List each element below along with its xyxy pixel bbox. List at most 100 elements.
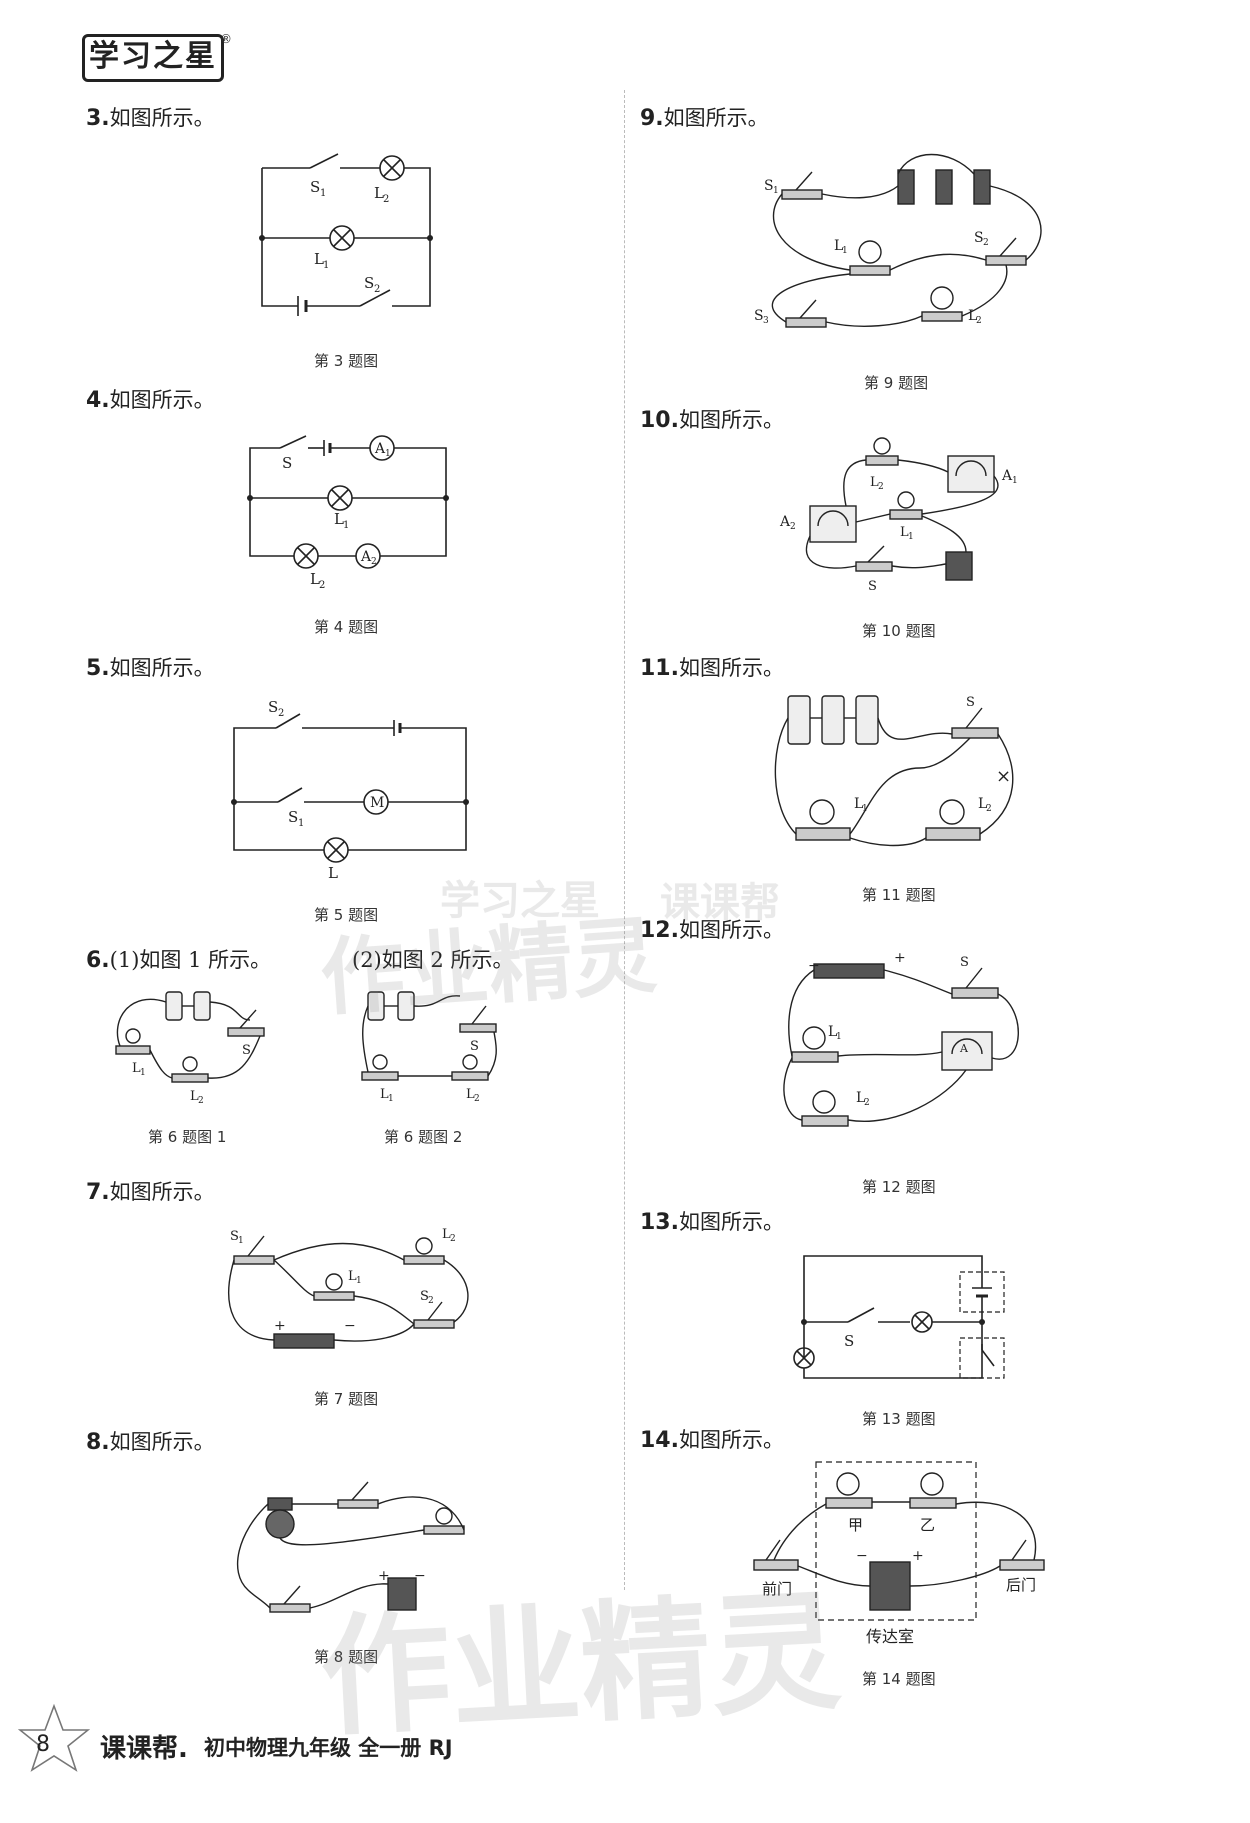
figure-8-circuit: + − — [236, 1481, 465, 1613]
svg-text:2: 2 — [474, 1094, 480, 1104]
footer-brand: 课课帮. — [100, 1734, 188, 1764]
svg-text:L: L — [900, 525, 909, 540]
svg-text:2: 2 — [319, 580, 325, 591]
svg-text:L: L — [968, 308, 977, 324]
column-divider — [624, 90, 625, 1590]
brand-logo: 学习之星 — [82, 34, 224, 82]
caption-13: 第 13 题图 — [862, 1410, 936, 1428]
svg-text:L: L — [132, 1061, 141, 1076]
svg-text:L: L — [854, 796, 863, 812]
watermark-brand-2: 课课帮 — [660, 880, 780, 926]
svg-text:S: S — [288, 808, 298, 826]
svg-text:S: S — [764, 178, 774, 194]
svg-text:传达室: 传达室 — [866, 1627, 914, 1646]
svg-text:+: + — [894, 950, 906, 966]
svg-text:A: A — [779, 514, 791, 530]
svg-text:L: L — [348, 1269, 357, 1284]
svg-text:2: 2 — [198, 1096, 204, 1106]
svg-text:A: A — [1001, 468, 1013, 484]
caption-11: 第 11 题图 — [862, 886, 936, 904]
svg-text:L: L — [856, 1090, 865, 1106]
svg-text:2: 2 — [374, 284, 380, 295]
figure-12-circuit: − + S L1 A L2 — [783, 950, 1019, 1127]
question-10: 10.如图所示。 — [640, 408, 784, 433]
svg-text:3: 3 — [763, 316, 769, 326]
caption-5: 第 5 题图 — [314, 906, 379, 924]
svg-text:L: L — [190, 1089, 199, 1104]
svg-text:1: 1 — [1012, 476, 1018, 486]
question-9: 9.如图所示。 — [640, 106, 769, 131]
svg-text:1: 1 — [320, 188, 326, 199]
figure-14-circuit: 甲 乙 − + 前门 后门 传达室 — [753, 1461, 1045, 1646]
svg-text:1: 1 — [238, 1236, 244, 1246]
caption-14: 第 14 题图 — [862, 1670, 936, 1688]
svg-text:L: L — [314, 250, 324, 268]
svg-text:1: 1 — [862, 804, 868, 814]
svg-text:A: A — [374, 441, 386, 457]
svg-text:1: 1 — [343, 520, 349, 531]
svg-text:甲: 甲 — [848, 1516, 863, 1534]
svg-text:L: L — [374, 184, 384, 202]
svg-text:−: − — [414, 1568, 426, 1584]
svg-text:+: + — [378, 1568, 390, 1584]
svg-text:2: 2 — [383, 194, 389, 205]
svg-text:S: S — [844, 1332, 854, 1350]
svg-text:+: + — [274, 1318, 286, 1334]
svg-text:2: 2 — [790, 522, 796, 532]
caption-10: 第 10 题图 — [862, 622, 936, 640]
svg-text:L: L — [328, 864, 338, 882]
watermark-brand-1: 学习之星 — [440, 878, 600, 924]
guard-room-box — [815, 1461, 977, 1621]
svg-text:1: 1 — [908, 532, 914, 542]
page-number: 8 — [36, 1732, 50, 1757]
svg-text:A: A — [360, 549, 372, 565]
question-5: 5.如图所示。 — [86, 656, 215, 681]
svg-text:L: L — [834, 238, 843, 254]
watermark-main-upper: 作业精灵 — [317, 906, 660, 1028]
svg-text:A: A — [959, 1042, 969, 1055]
watermark-main-lower: 作业精灵 — [316, 1575, 845, 1755]
question-13: 13.如图所示。 — [640, 1210, 784, 1235]
svg-text:2: 2 — [878, 482, 884, 492]
svg-text:2: 2 — [864, 1098, 870, 1108]
svg-text:1: 1 — [836, 1032, 842, 1042]
svg-text:1: 1 — [298, 818, 304, 829]
caption-7: 第 7 题图 — [314, 1390, 379, 1408]
svg-text:S: S — [364, 274, 374, 292]
svg-text:S: S — [282, 454, 292, 472]
svg-text:S: S — [470, 1039, 479, 1054]
question-4: 4.如图所示。 — [86, 388, 215, 413]
caption-6-1: 第 6 题图 1 — [148, 1128, 227, 1146]
svg-text:S: S — [754, 308, 764, 324]
question-11: 11.如图所示。 — [640, 656, 784, 681]
svg-text:2: 2 — [371, 557, 377, 567]
svg-text:+: + — [912, 1548, 924, 1564]
caption-6-2: 第 6 题图 2 — [384, 1128, 463, 1146]
caption-4: 第 4 题图 — [314, 618, 379, 636]
svg-text:L: L — [978, 796, 987, 812]
svg-text:2: 2 — [986, 804, 992, 814]
footer-book-title: 初中物理九年级 全一册 RJ — [204, 1736, 453, 1760]
svg-text:2: 2 — [278, 708, 284, 719]
caption-12: 第 12 题图 — [862, 1178, 936, 1196]
caption-8: 第 8 题图 — [314, 1648, 379, 1666]
star-icon — [18, 1703, 90, 1772]
svg-text:S: S — [310, 178, 320, 196]
svg-text:L: L — [870, 475, 879, 490]
question-14: 14.如图所示。 — [640, 1428, 784, 1453]
question-6: 6.(1)如图 1 所示。 — [86, 948, 272, 973]
caption-3: 第 3 题图 — [314, 352, 379, 370]
svg-text:1: 1 — [140, 1068, 146, 1078]
figure-11-circuit: × S L1 L2 — [774, 695, 1014, 847]
svg-text:S: S — [868, 579, 877, 594]
svg-text:1: 1 — [356, 1276, 362, 1286]
svg-text:M: M — [370, 795, 384, 811]
svg-text:1: 1 — [388, 1094, 394, 1104]
question-6-part-2: (2)如图 2 所示。 — [352, 948, 514, 972]
question-8: 8.如图所示。 — [86, 1430, 215, 1455]
